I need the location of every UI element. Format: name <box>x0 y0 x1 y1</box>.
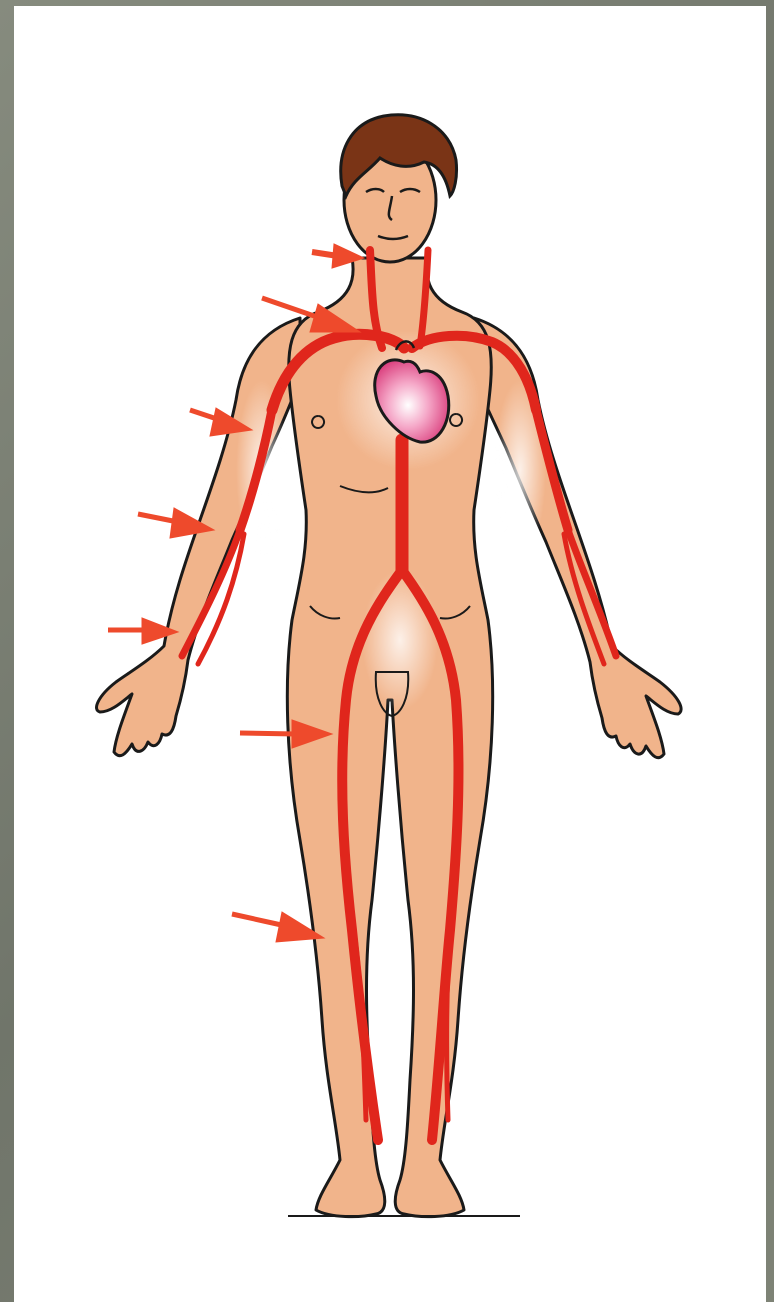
circulatory-system-diagram <box>0 0 774 1302</box>
